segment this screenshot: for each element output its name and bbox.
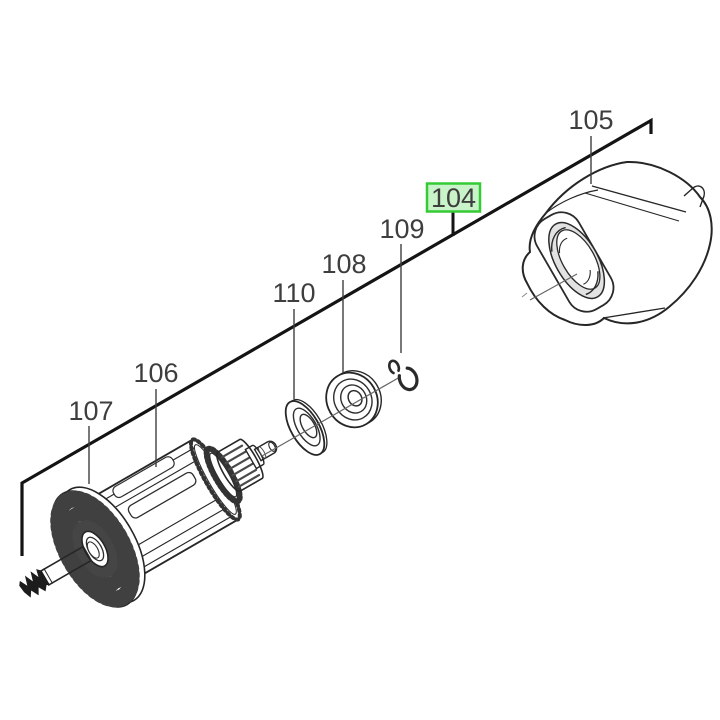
highlighted-callout-104[interactable]: 104	[425, 182, 482, 213]
stator-front-face	[533, 211, 615, 313]
pinion-shaft	[19, 545, 93, 598]
stator-drawing	[521, 160, 713, 326]
armature-gear-ring	[203, 445, 243, 505]
fan-drawing	[50, 486, 146, 608]
part-label-109: 109	[379, 214, 424, 244]
part-label-108: 108	[321, 249, 366, 279]
armature-commutator	[216, 438, 264, 492]
part-label-105: 105	[568, 105, 613, 135]
pinion-teeth	[19, 569, 51, 598]
part-label-110: 110	[272, 278, 315, 308]
washer-drawing	[284, 398, 328, 456]
armature-drawing	[19, 437, 278, 608]
stator-axis-tick	[521, 292, 528, 298]
part-label-107: 107	[68, 396, 113, 426]
bearing-drawing	[325, 370, 382, 429]
retaining-ring-drawing	[388, 359, 419, 392]
section-line	[20, 117, 653, 556]
highlight-box[interactable]	[425, 182, 482, 213]
armature-shaft-tip	[244, 440, 278, 470]
stator-axis-line	[529, 273, 578, 301]
part-label-104[interactable]: 104	[431, 183, 476, 213]
part-label-106: 106	[133, 358, 178, 388]
retaining-ring-eyelet	[388, 359, 401, 375]
axis-line	[261, 376, 401, 457]
